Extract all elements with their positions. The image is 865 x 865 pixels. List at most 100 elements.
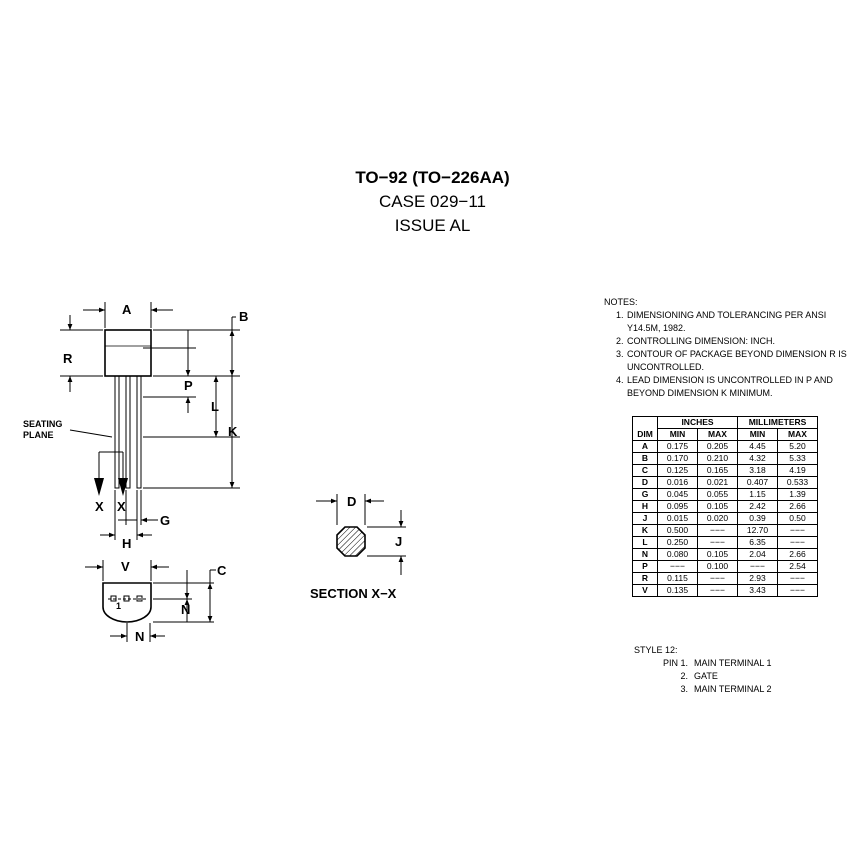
cell-mm-max: −−− bbox=[777, 524, 818, 537]
issue-label: ISSUE AL bbox=[394, 216, 471, 235]
cell-in-min: 0.250 bbox=[657, 536, 698, 549]
col-mm-min: MIN bbox=[737, 428, 778, 441]
cell-in-max: 0.020 bbox=[697, 512, 738, 525]
cell-mm-min: 4.32 bbox=[737, 452, 778, 465]
cell-mm-min: 2.42 bbox=[737, 500, 778, 513]
section-label: SECTION X−X bbox=[310, 586, 397, 601]
lead-3 bbox=[136, 375, 142, 489]
group-inches: INCHES bbox=[657, 416, 738, 429]
section-view bbox=[316, 494, 406, 575]
seating-plane-label-2: PLANE bbox=[23, 430, 54, 440]
cell-in-min: −−− bbox=[657, 560, 698, 573]
cell-in-max: 0.210 bbox=[697, 452, 738, 465]
cell-mm-min: 12.70 bbox=[737, 524, 778, 537]
cell-dim: D bbox=[632, 476, 658, 489]
cell-mm-max: −−− bbox=[777, 584, 818, 597]
cell-in-min: 0.080 bbox=[657, 548, 698, 561]
label-X-right: X bbox=[117, 499, 126, 514]
pin-number: 2. bbox=[680, 671, 688, 681]
cell-in-max: −−− bbox=[697, 584, 738, 597]
pin-number: PIN 1. bbox=[662, 658, 688, 668]
pin-row: 3. MAIN TERMINAL 2 bbox=[634, 683, 772, 696]
cell-mm-max: 4.19 bbox=[777, 464, 818, 477]
pin1-marker: 1 bbox=[116, 601, 121, 611]
table-row: P−−−0.100−−−2.54 bbox=[632, 560, 818, 573]
label-H: H bbox=[122, 536, 131, 551]
note-item: LEAD DIMENSION IS UNCONTROLLED IN P AND … bbox=[626, 374, 854, 400]
col-mm-max: MAX bbox=[777, 428, 818, 441]
notes-list: DIMENSIONING AND TOLERANCING PER ANSI Y1… bbox=[604, 309, 854, 400]
cell-in-max: −−− bbox=[697, 536, 738, 549]
style-block: STYLE 12: PIN 1. MAIN TERMINAL 1 2. GATE… bbox=[634, 644, 772, 696]
group-millimeters: MILLIMETERS bbox=[737, 416, 818, 429]
cell-mm-min: 6.35 bbox=[737, 536, 778, 549]
cell-mm-min: 2.04 bbox=[737, 548, 778, 561]
cell-dim: P bbox=[632, 560, 658, 573]
label-G: G bbox=[160, 513, 170, 528]
note-item: DIMENSIONING AND TOLERANCING PER ANSI Y1… bbox=[626, 309, 854, 335]
label-N-side: N bbox=[181, 602, 190, 617]
table-corner bbox=[632, 416, 658, 429]
package-title: TO−92 (TO−226AA) bbox=[355, 168, 510, 187]
cell-in-min: 0.115 bbox=[657, 572, 698, 585]
lead-spacing-dims bbox=[100, 490, 158, 540]
cell-in-max: 0.105 bbox=[697, 548, 738, 561]
cell-mm-max: 2.66 bbox=[777, 500, 818, 513]
pin-name: MAIN TERMINAL 2 bbox=[694, 684, 772, 694]
cell-mm-min: 3.18 bbox=[737, 464, 778, 477]
cell-in-min: 0.016 bbox=[657, 476, 698, 489]
dimension-table: INCHES MILLIMETERS DIM MIN MAX MIN MAX A… bbox=[632, 416, 818, 597]
cell-dim: A bbox=[632, 440, 658, 453]
label-A: A bbox=[122, 302, 132, 317]
cell-mm-max: 1.39 bbox=[777, 488, 818, 501]
cell-dim: G bbox=[632, 488, 658, 501]
label-C: C bbox=[217, 563, 227, 578]
cell-dim: B bbox=[632, 452, 658, 465]
cell-mm-max: 0.50 bbox=[777, 512, 818, 525]
cell-in-min: 0.135 bbox=[657, 584, 698, 597]
col-in-max: MAX bbox=[697, 428, 738, 441]
cell-in-max: 0.100 bbox=[697, 560, 738, 573]
pin-number: 3. bbox=[680, 684, 688, 694]
cell-in-max: 0.205 bbox=[697, 440, 738, 453]
pin-name: MAIN TERMINAL 1 bbox=[694, 658, 772, 668]
cell-mm-min: 0.39 bbox=[737, 512, 778, 525]
section-arrow-left bbox=[94, 478, 104, 496]
cell-mm-min: 4.45 bbox=[737, 440, 778, 453]
lead-1 bbox=[114, 375, 120, 489]
pin-name: GATE bbox=[694, 671, 718, 681]
title-block: TO−92 (TO−226AA) CASE 029−11 ISSUE AL bbox=[0, 166, 865, 238]
cell-in-max: 0.055 bbox=[697, 488, 738, 501]
cell-dim: V bbox=[632, 584, 658, 597]
cell-dim: N bbox=[632, 548, 658, 561]
cell-dim: J bbox=[632, 512, 658, 525]
cell-mm-max: 2.66 bbox=[777, 548, 818, 561]
seating-plane-label-1: SEATING bbox=[23, 419, 62, 429]
label-B: B bbox=[239, 309, 248, 324]
bottom-outline bbox=[102, 582, 152, 623]
cell-in-max: 0.105 bbox=[697, 500, 738, 513]
cell-dim: K bbox=[632, 524, 658, 537]
label-N-bottom: N bbox=[135, 629, 144, 644]
cell-dim: H bbox=[632, 500, 658, 513]
cell-mm-min: 2.93 bbox=[737, 572, 778, 585]
cell-mm-min: −−− bbox=[737, 560, 778, 573]
case-number: CASE 029−11 bbox=[379, 192, 486, 211]
cell-dim: R bbox=[632, 572, 658, 585]
cell-mm-max: 5.33 bbox=[777, 452, 818, 465]
cell-in-min: 0.500 bbox=[657, 524, 698, 537]
col-in-min: MIN bbox=[657, 428, 698, 441]
cell-in-min: 0.095 bbox=[657, 500, 698, 513]
cell-mm-min: 3.43 bbox=[737, 584, 778, 597]
bottom-view bbox=[85, 560, 216, 642]
